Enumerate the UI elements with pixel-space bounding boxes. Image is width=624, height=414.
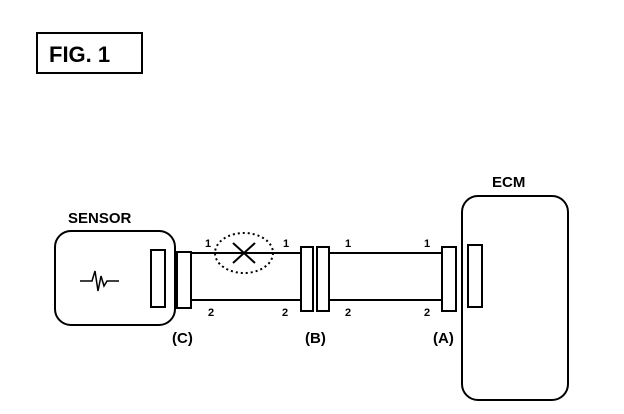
- wire-segment-c-b: 1 1 2 2: [191, 232, 301, 319]
- sensor-component: SENSOR: [54, 210, 176, 326]
- fault-highlight-circle: [214, 232, 274, 274]
- pin-label: 2: [345, 307, 351, 319]
- connector-b-label: (B): [305, 330, 326, 347]
- figure-label-text: FIG. 1: [49, 42, 110, 67]
- pin-label: 2: [282, 307, 288, 319]
- connector-a-body: [441, 246, 457, 312]
- connector-c-label: (C): [172, 330, 193, 347]
- figure-label-frame: [36, 32, 143, 74]
- pin-label: 2: [424, 307, 430, 319]
- sensor-terminal: [150, 249, 166, 308]
- connector-c: (C): [172, 251, 193, 347]
- pin-label: 1: [205, 238, 211, 250]
- connector-a: (A): [433, 246, 457, 347]
- connector-b-right: [316, 246, 330, 312]
- figure-label: FIG. 1: [36, 32, 143, 74]
- pin-label: 1: [424, 238, 430, 250]
- ecm-terminal: [467, 244, 483, 308]
- ecm-box: [461, 195, 569, 401]
- pin-label: 2: [208, 307, 214, 319]
- pin-label: 1: [283, 238, 289, 250]
- waveform-icon: [80, 270, 119, 292]
- ecm-label: ECM: [492, 174, 525, 191]
- connector-c-body: [176, 251, 192, 309]
- wire-segment-b-a: 1 1 2 2: [329, 238, 442, 319]
- connector-b-left: [300, 246, 314, 312]
- open-circuit-x-icon: [232, 242, 256, 264]
- pin-label: 1: [345, 238, 351, 250]
- sensor-box: [54, 230, 176, 326]
- sensor-label: SENSOR: [68, 210, 132, 227]
- ecm-component: ECM: [461, 174, 569, 401]
- connector-b: (B): [300, 246, 330, 347]
- connector-a-label: (A): [433, 330, 454, 347]
